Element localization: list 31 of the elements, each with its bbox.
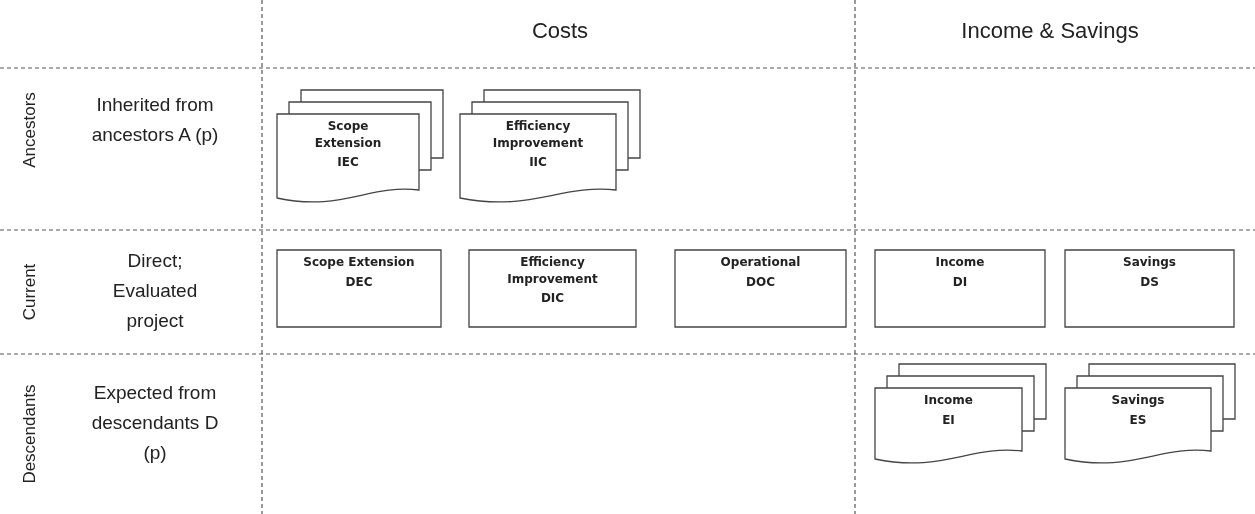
box-code: DOC [745,274,776,291]
box-title: Savings [1122,254,1177,271]
box-code: ES [1128,412,1148,429]
process-box [469,250,636,327]
box-title: Efficiency Improvement [491,118,585,152]
row-heading: Current [20,263,40,321]
column-heading: Income & Savings [960,18,1140,44]
process-box [277,250,441,327]
box-title: Income [934,254,986,271]
row-label: Expected from descendants D (p) [90,381,220,465]
box-code: DI [951,274,969,291]
row-label: Inherited from ancestors A (p) [90,93,220,147]
box-code: IIC [528,154,548,171]
box-title: Savings [1110,392,1166,409]
row-heading: Descendants [20,384,40,484]
row-heading: Ancestors [20,92,40,168]
process-box [875,250,1045,327]
box-code: EI [941,412,956,429]
box-code: DS [1139,274,1160,291]
box-code: DIC [539,290,566,307]
process-box [675,250,846,327]
box-code: DEC [344,274,374,291]
box-title: Efficiency Improvement [506,254,599,288]
process-box [1065,250,1234,327]
box-title: Scope Extension [302,254,416,271]
column-heading: Costs [530,18,590,44]
box-title: Income [923,392,974,409]
row-label: Direct; Evaluated project [111,249,199,333]
box-title: Operational [719,254,802,271]
box-code: IEC [336,154,360,171]
box-title: Scope Extension [313,118,383,152]
